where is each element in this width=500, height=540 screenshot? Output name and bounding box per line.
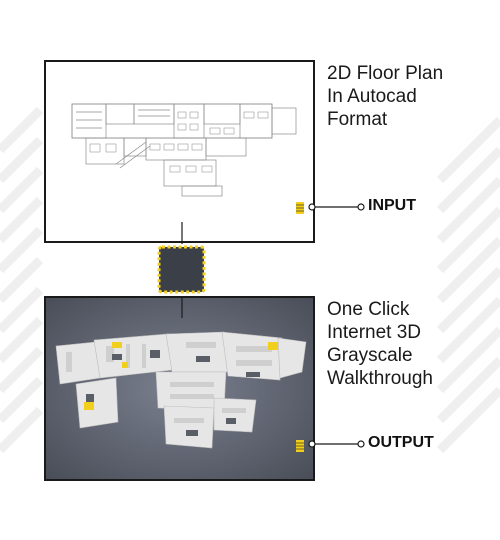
input-description-line: 2D Floor Plan bbox=[327, 63, 444, 84]
floor-plan-drawing bbox=[71, 103, 304, 214]
output-arrow-connector bbox=[308, 440, 365, 448]
vertical-connector bbox=[181, 222, 183, 318]
output-tag: OUTPUT bbox=[368, 434, 434, 451]
input-tag: INPUT bbox=[368, 197, 416, 214]
input-description-line: Format bbox=[327, 109, 388, 130]
output-description: One Click Internet 3D Grayscale Walkthro… bbox=[327, 298, 433, 390]
output-description-line: One Click bbox=[327, 299, 410, 320]
output-description-line: Internet 3D bbox=[327, 322, 421, 343]
input-description-line: In Autocad bbox=[327, 86, 417, 107]
input-floor-plan-panel bbox=[44, 60, 315, 243]
processor-chip-icon bbox=[157, 245, 206, 294]
grayscale-3d-walkthrough-render bbox=[46, 298, 313, 479]
output-description-line: Walkthrough bbox=[327, 368, 433, 389]
input-description: 2D Floor Plan In Autocad Format bbox=[327, 62, 443, 131]
output-description-line: Grayscale bbox=[327, 345, 413, 366]
input-arrow-connector bbox=[308, 203, 365, 211]
output-3d-render-panel bbox=[44, 296, 315, 481]
